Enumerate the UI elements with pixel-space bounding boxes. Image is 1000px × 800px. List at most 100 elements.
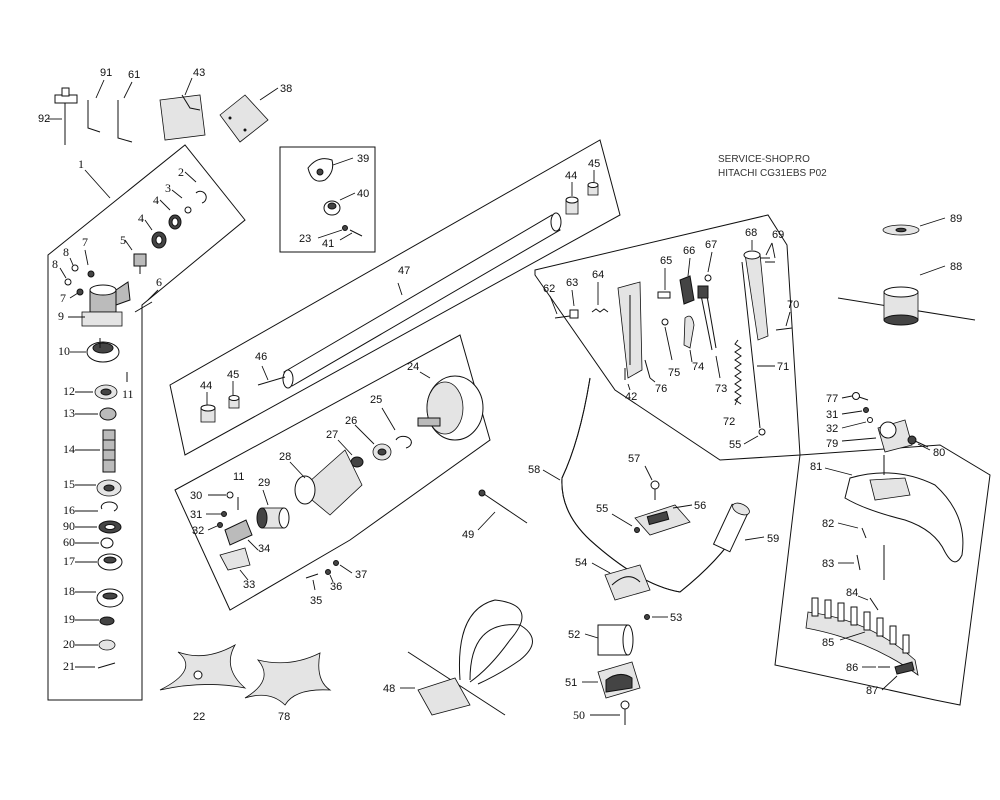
callout-53: 53	[670, 612, 682, 624]
callout-24: 24	[407, 361, 419, 373]
guard-extension-85	[805, 597, 919, 676]
callout-18: 18	[63, 584, 75, 598]
callout-81: 81	[810, 461, 822, 473]
nut-53	[644, 614, 650, 620]
nut-75	[661, 318, 669, 326]
callout-67: 67	[705, 239, 717, 251]
washer-19	[99, 616, 115, 626]
callout-25: 25	[370, 394, 382, 406]
nut-55a	[634, 527, 640, 533]
callout-28: 28	[279, 451, 291, 463]
throttle-cable-71	[741, 261, 761, 429]
socket-wrench	[54, 87, 78, 145]
callout-49: 49	[462, 529, 474, 541]
callout-31b: 31	[826, 409, 838, 421]
callout-56: 56	[694, 500, 706, 512]
guard-bracket-79	[877, 419, 913, 453]
blade-78	[244, 652, 332, 706]
cover-89	[882, 224, 920, 236]
callout-35: 35	[310, 595, 322, 607]
bolt-41	[349, 229, 363, 237]
guard-holder-10	[86, 338, 120, 363]
pin-65b	[657, 291, 671, 299]
snap-ring-25	[395, 435, 412, 449]
callout-11a: 11	[122, 387, 134, 401]
bearing-26	[372, 443, 392, 461]
bolt-77	[852, 392, 869, 401]
callout-3: 3	[165, 181, 171, 195]
warning-label	[219, 94, 269, 143]
callout-44a: 44	[565, 170, 577, 182]
callout-32b: 32	[826, 423, 838, 435]
callout-1: 1	[78, 157, 84, 171]
callout-8b: 8	[52, 257, 58, 271]
callout-55a: 55	[596, 503, 608, 515]
callout-80: 80	[933, 447, 945, 459]
cable-tie-49	[478, 489, 528, 524]
callout-63: 63	[566, 277, 578, 289]
nut-23	[342, 225, 348, 231]
cable-spring-72	[734, 339, 742, 405]
callout-76: 76	[655, 383, 667, 395]
callout-45a: 45	[588, 158, 600, 170]
callout-33: 33	[243, 579, 255, 591]
handle-bar-58	[561, 377, 739, 593]
nut-32a	[217, 522, 223, 528]
callout-13: 13	[63, 406, 75, 420]
callout-91: 91	[100, 67, 112, 79]
rubber-sleeve-52	[597, 624, 634, 656]
callout-39: 39	[357, 153, 369, 165]
callout-78: 78	[278, 711, 290, 723]
screw-8b	[64, 278, 72, 286]
washer-7b	[76, 288, 84, 296]
callout-57: 57	[628, 453, 640, 465]
callout-54: 54	[575, 557, 587, 569]
callout-83: 83	[822, 558, 834, 570]
callout-85: 85	[822, 637, 834, 649]
bolt-35	[305, 573, 319, 579]
ring-3	[184, 206, 192, 214]
callout-5: 5	[120, 233, 126, 247]
callout-43: 43	[193, 67, 205, 79]
callout-16: 16	[63, 503, 75, 517]
screw-8a	[71, 264, 79, 272]
shaft-pipe-47	[282, 212, 562, 389]
callout-79: 79	[826, 438, 838, 450]
callout-8a: 8	[63, 245, 69, 259]
collar-60	[100, 537, 114, 549]
pinion-gear-5	[133, 253, 147, 274]
callout-14: 14	[63, 442, 75, 456]
screw-30	[226, 491, 234, 499]
bushing-45a	[587, 182, 599, 196]
callout-9: 9	[58, 309, 64, 323]
wire-73	[697, 285, 717, 351]
split-pin-21	[97, 662, 116, 669]
callout-45b: 45	[227, 369, 239, 381]
callout-7a: 7	[82, 235, 88, 249]
nut-37	[333, 560, 339, 566]
callout-12: 12	[63, 384, 75, 398]
grip-59	[712, 502, 750, 553]
callout-89: 89	[950, 213, 962, 225]
callout-29: 29	[258, 477, 270, 489]
callout-58: 58	[528, 464, 540, 476]
callout-68: 68	[745, 227, 757, 239]
callout-6: 6	[156, 275, 162, 289]
guard-81	[844, 472, 964, 563]
callout-46: 46	[255, 351, 267, 363]
callout-73: 73	[715, 383, 727, 395]
washer-7a	[87, 270, 95, 278]
bushing-45b	[228, 395, 240, 409]
clip-group-outline	[279, 146, 376, 253]
bracket-33	[219, 547, 251, 571]
nut-13	[99, 407, 117, 421]
switch-66	[679, 275, 695, 305]
clamp-40	[323, 200, 341, 216]
throttle-housing-65	[617, 281, 643, 379]
washer-31a	[221, 511, 227, 517]
bolt-57	[650, 480, 660, 500]
adapter-29	[256, 507, 290, 529]
handle-clamp-51	[597, 661, 641, 699]
screw-83	[856, 554, 861, 571]
bracket-34	[224, 519, 253, 546]
